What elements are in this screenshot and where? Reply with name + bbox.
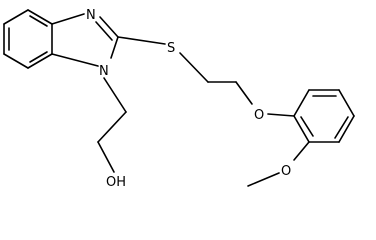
bond bbox=[51, 53, 99, 67]
bond bbox=[27, 53, 53, 69]
bond bbox=[103, 77, 127, 113]
bond bbox=[97, 141, 115, 173]
bond bbox=[338, 115, 355, 143]
atom-label-s-thioether: S bbox=[167, 41, 175, 56]
bond bbox=[3, 9, 29, 25]
double-bond bbox=[95, 21, 113, 41]
bond bbox=[267, 113, 295, 117]
bond bbox=[293, 89, 310, 117]
atom-label-n-ring: N bbox=[99, 64, 109, 79]
double-bond-inner bbox=[29, 51, 48, 63]
bond bbox=[27, 9, 53, 25]
bond bbox=[235, 81, 253, 105]
benzimidazole-benzene-ring bbox=[3, 9, 53, 69]
hydroxyethyl-chain bbox=[97, 77, 127, 173]
bond bbox=[179, 52, 209, 83]
atom-label-oh-hydroxyl: OH bbox=[106, 175, 126, 190]
bond bbox=[293, 141, 310, 161]
bond bbox=[110, 36, 119, 59]
chemical-structure: N N S O OH O bbox=[3, 8, 355, 190]
bond bbox=[247, 172, 280, 187]
imidazole-ring bbox=[51, 13, 119, 67]
double-bond-inner bbox=[334, 116, 349, 139]
atom-label-o-ether: O bbox=[254, 108, 264, 123]
bond bbox=[117, 36, 166, 45]
double-bond bbox=[99, 16, 119, 38]
double-bond-inner bbox=[29, 15, 48, 27]
methoxyphenyl-ring bbox=[293, 89, 355, 143]
thioether-chain bbox=[117, 36, 295, 117]
bond bbox=[293, 115, 310, 143]
bond bbox=[97, 111, 127, 143]
atom-label-n-imine: N bbox=[86, 8, 96, 23]
atom-label-o-methoxy: O bbox=[281, 164, 291, 179]
methoxy-group bbox=[247, 141, 310, 187]
bond bbox=[51, 13, 85, 25]
bond bbox=[3, 53, 29, 69]
bond bbox=[338, 89, 355, 117]
double-bond-inner bbox=[300, 116, 314, 137]
